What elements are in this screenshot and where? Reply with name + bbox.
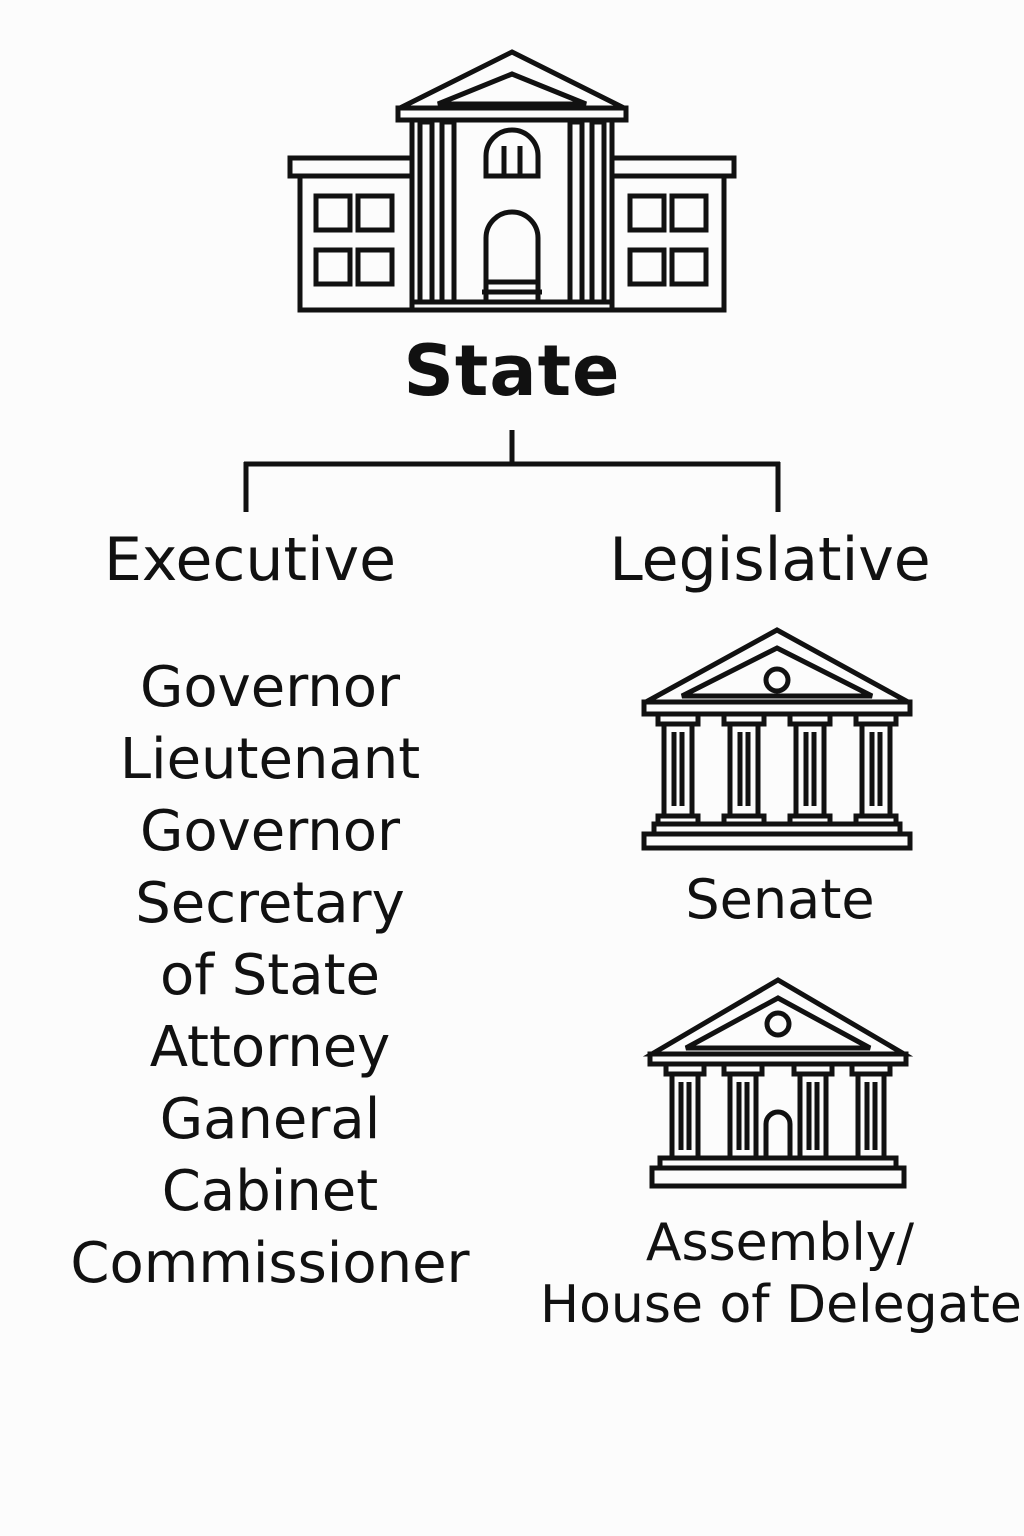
capitol-building-icon (287, 49, 737, 313)
executive-member: Ganeral (159, 1087, 381, 1152)
executive-member: of State (159, 943, 380, 1008)
assembly-building-icon (642, 977, 914, 1189)
executive-branch-label: Executive (103, 525, 397, 595)
executive-member: Governor (139, 799, 401, 864)
executive-member: Commissioner (70, 1231, 470, 1296)
root-node-title: State (403, 330, 621, 412)
legislative-branch-label: Legislative (609, 525, 931, 595)
executive-member: Secretary (135, 871, 405, 936)
assembly-label-line: Assembly/ (645, 1213, 915, 1273)
senate-label: Senate (685, 868, 875, 931)
assembly-label-line: House of Delegates (540, 1275, 1024, 1335)
executive-member: Cabinet (161, 1159, 379, 1224)
executive-member: Attorney (149, 1015, 391, 1080)
executive-member-list: Governor Lieutenant Governor Secretary o… (40, 652, 500, 1300)
executive-member: Lieutenant (119, 727, 421, 792)
assembly-label: Assembly/ House of Delegates (540, 1212, 1024, 1336)
senate-building-icon (641, 627, 913, 851)
tree-connector (243, 430, 781, 512)
executive-member: Governor (139, 655, 401, 720)
